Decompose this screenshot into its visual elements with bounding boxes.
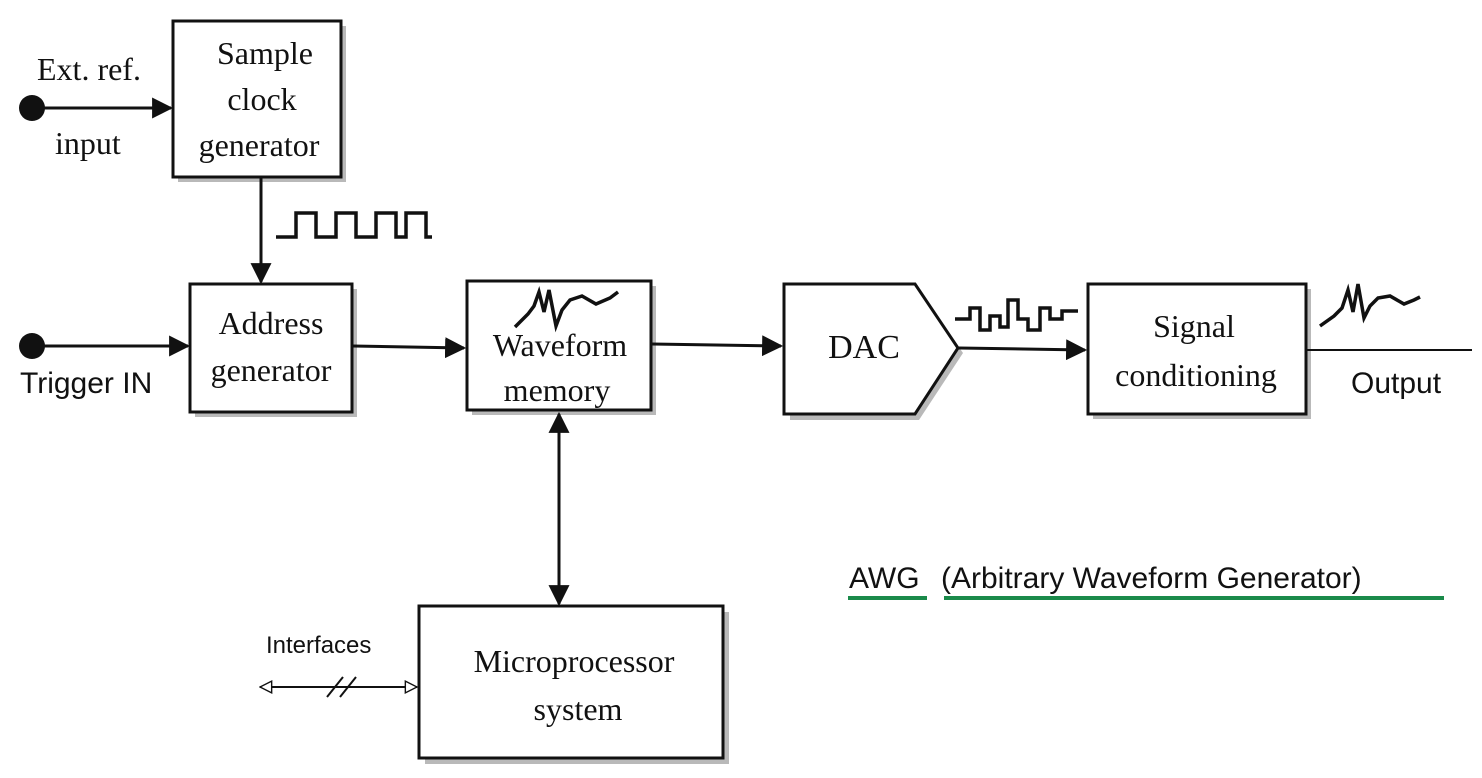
ext-ref-input: Ext. ref. input: [19, 51, 174, 161]
diagram-caption: AWG (Arbitrary Waveform Generator): [848, 562, 1444, 600]
memory-waveform-icon: [513, 285, 620, 333]
trigger-label: Trigger IN: [20, 367, 152, 400]
sample-clock-line1: Sample: [217, 35, 313, 71]
dac-to-conditioning-arrow: [958, 339, 1088, 361]
sample-clock-generator-block: Sample clock generator: [171, 19, 346, 182]
sample-clock-line2: clock: [227, 81, 296, 117]
conditioning-line1: Signal: [1153, 308, 1235, 344]
signal-conditioning-block: Signal conditioning: [1086, 282, 1311, 419]
bus-slash-2: [339, 676, 357, 698]
waveform-memory-block: Waveform memory: [465, 279, 656, 415]
clock-square-wave-icon: [276, 211, 432, 239]
microprocessor-system-block: Microprocessor system: [417, 604, 729, 764]
dac-block: DAC: [782, 282, 963, 420]
ext-ref-label-line1: Ext. ref.: [37, 51, 141, 87]
trigger-input: Trigger IN: [19, 333, 191, 400]
trigger-terminal-dot: [19, 333, 45, 359]
ext-ref-label-line2: input: [55, 125, 121, 161]
address-to-memory-arrow: [352, 337, 467, 359]
microprocessor-line1: Microprocessor: [474, 643, 675, 679]
microprocessor-line2: system: [534, 691, 623, 727]
caption-full-name: (Arbitrary Waveform Generator): [941, 562, 1362, 595]
memory-line1: Waveform: [493, 327, 627, 363]
memory-line2: memory: [504, 372, 611, 408]
sample-clock-line3: generator: [199, 127, 320, 163]
ext-ref-terminal-dot: [19, 95, 45, 121]
output: Output: [1307, 283, 1472, 400]
address-line2: generator: [211, 352, 332, 388]
address-generator-block: Address generator: [188, 282, 357, 417]
caption-abbreviation: AWG: [849, 562, 920, 595]
interfaces: Interfaces: [260, 632, 417, 698]
address-line1: Address: [219, 305, 324, 341]
output-label: Output: [1351, 367, 1442, 400]
conditioning-line2: conditioning: [1115, 357, 1277, 393]
interfaces-label: Interfaces: [266, 632, 371, 659]
dac-staircase-wave-icon: [955, 298, 1078, 332]
output-waveform-icon: [1318, 283, 1421, 328]
dac-label: DAC: [828, 329, 900, 366]
bus-slash-1: [326, 676, 344, 698]
memory-to-dac-arrow: [651, 335, 784, 357]
